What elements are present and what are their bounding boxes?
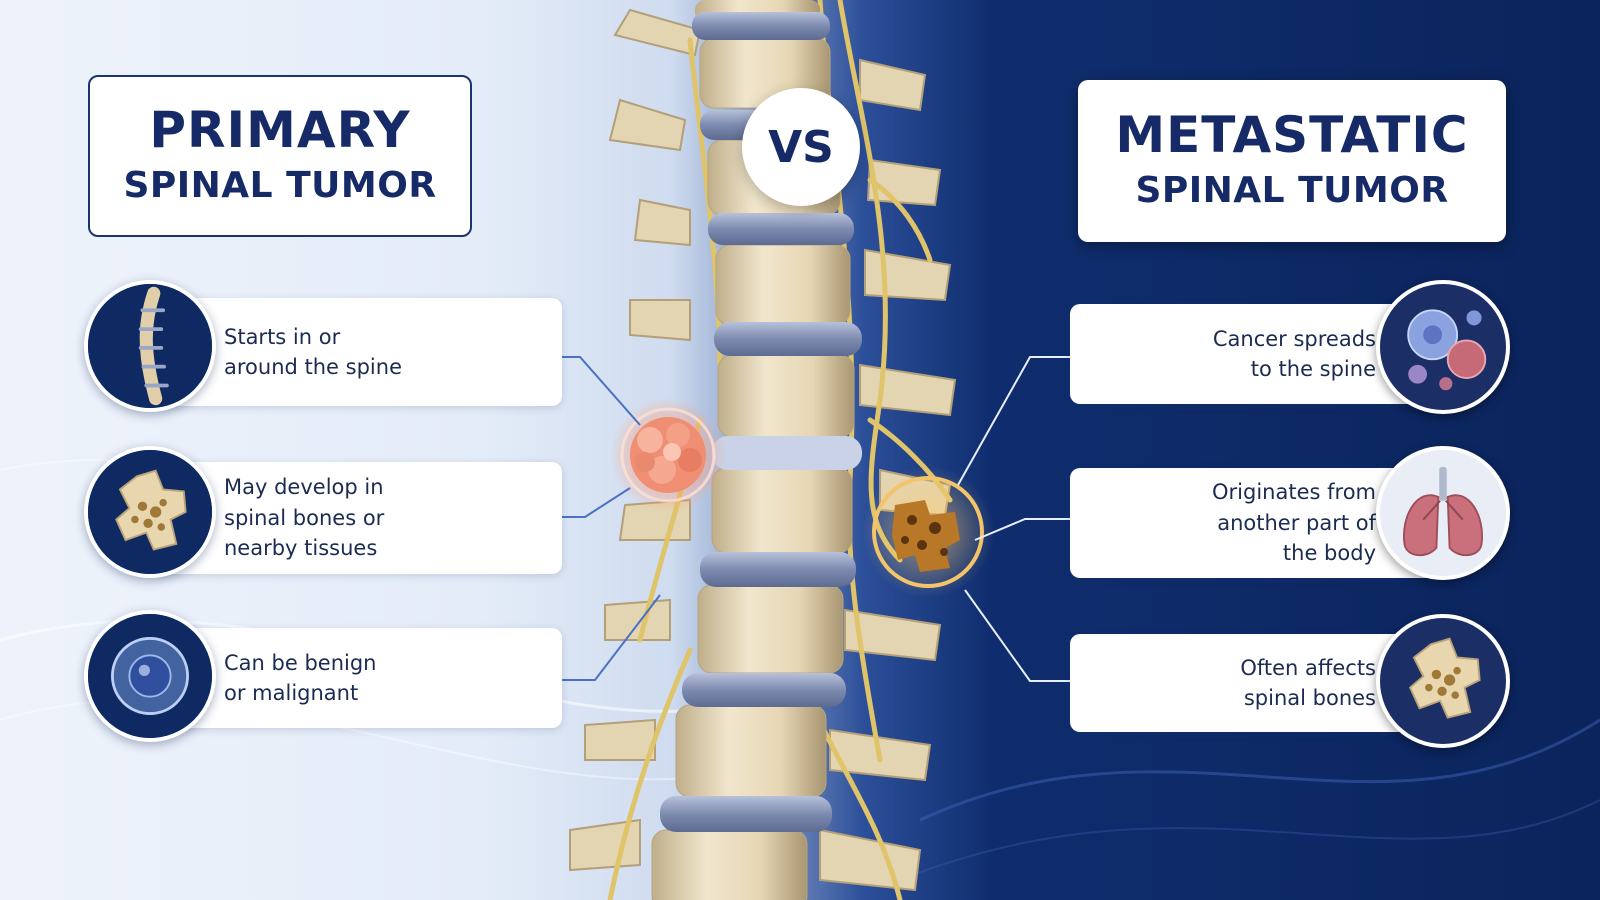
cell-icon bbox=[84, 610, 216, 742]
spine-icon bbox=[84, 280, 216, 412]
fact-text: Often affects spinal bones bbox=[1240, 653, 1376, 714]
metastatic-subtitle: SPINAL TUMOR bbox=[1135, 169, 1449, 211]
fact-line: spinal bones bbox=[1243, 686, 1376, 710]
lungs-icon bbox=[1376, 446, 1510, 580]
primary-title-box: PRIMARY SPINAL TUMOR bbox=[88, 75, 472, 237]
fact-line: or malignant bbox=[224, 681, 359, 705]
cancer-cells-icon bbox=[1376, 280, 1510, 414]
fact-text: May develop in spinal bones or nearby ti… bbox=[224, 472, 384, 563]
metastatic-fact-card: Cancer spreads to the spine bbox=[1070, 304, 1450, 404]
metastatic-title: METASTATIC bbox=[1115, 106, 1469, 165]
primary-fact-card: Starts in or around the spine bbox=[150, 298, 562, 406]
vs-badge: VS bbox=[742, 88, 860, 206]
primary-subtitle: SPINAL TUMOR bbox=[123, 164, 437, 206]
vs-label: VS bbox=[768, 121, 834, 173]
metastatic-title-box: METASTATIC SPINAL TUMOR bbox=[1078, 80, 1506, 242]
fact-line: to the spine bbox=[1250, 357, 1376, 381]
fact-line: Starts in or bbox=[224, 324, 341, 349]
primary-tumor bbox=[610, 397, 726, 513]
primary-fact-card: Can be benign or malignant bbox=[150, 628, 562, 728]
fact-text: Originates from another part of the body bbox=[1212, 477, 1376, 568]
fact-line: the body bbox=[1282, 541, 1376, 566]
fact-text: Cancer spreads to the spine bbox=[1213, 324, 1376, 385]
fact-line: Originates from bbox=[1212, 480, 1376, 505]
fact-text: Can be benign or malignant bbox=[224, 648, 376, 709]
fact-line: Often affects bbox=[1240, 655, 1376, 680]
fact-line: Cancer spreads bbox=[1212, 326, 1376, 351]
fact-line: nearby tissues bbox=[224, 536, 378, 561]
primary-title: PRIMARY bbox=[149, 101, 411, 160]
fact-text: Starts in or around the spine bbox=[224, 322, 402, 383]
fact-line: May develop in bbox=[224, 475, 384, 500]
fact-line: another part of bbox=[1217, 510, 1376, 535]
fact-line: Can be benign bbox=[224, 650, 377, 675]
primary-fact-card: May develop in spinal bones or nearby ti… bbox=[150, 462, 562, 574]
vertebra-bone-icon bbox=[84, 446, 216, 578]
fact-line: spinal bones or bbox=[224, 505, 385, 530]
fact-line: around the spine bbox=[224, 355, 402, 379]
vertebra-bone-icon bbox=[1376, 614, 1510, 748]
intervertebral-discs bbox=[660, 12, 862, 832]
metastatic-tumor bbox=[862, 466, 994, 598]
